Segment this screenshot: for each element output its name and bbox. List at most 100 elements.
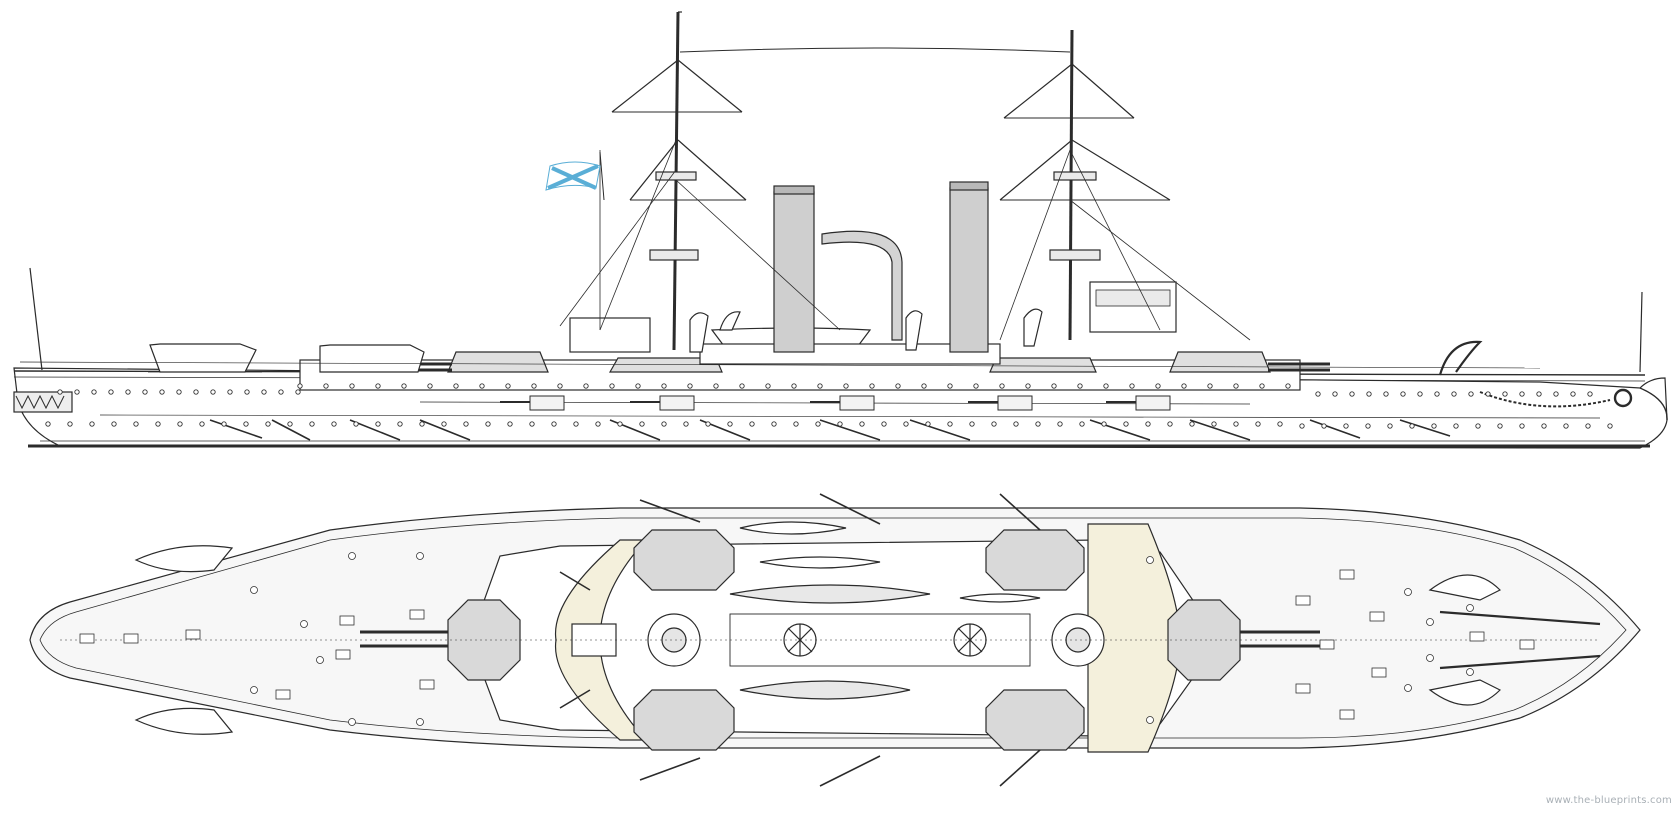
main-gun-barrels [360,630,1320,648]
side-profile-view [13,11,1668,449]
aft-bridge-deck [554,539,648,741]
porthole [244,389,250,395]
turret-icon [447,599,1241,681]
porthole [639,421,645,427]
porthole [727,421,733,427]
deck-hatch [1295,683,1311,694]
porthole [1189,421,1195,427]
porthole [1155,383,1161,389]
deck-fitting [1426,618,1434,626]
lifeboat-icon [148,327,872,373]
porthole [1343,423,1349,429]
porthole [1129,383,1135,389]
porthole [1502,391,1508,397]
porthole [531,383,537,389]
funnel-icon [647,613,1105,667]
deck-hatch [185,629,201,640]
deck-hatch [1319,639,1335,650]
porthole [815,421,821,427]
deck-hatch [339,615,355,626]
porthole [309,421,315,427]
porthole [713,383,719,389]
porthole [687,383,693,389]
porthole [583,383,589,389]
porthole [1431,423,1437,429]
hull-strake [99,414,1601,419]
porthole [1383,391,1389,397]
deck-fitting [250,686,258,694]
porthole [595,421,601,427]
porthole [91,389,97,395]
porthole [739,383,745,389]
porthole [199,421,205,427]
porthole [419,421,425,427]
porthole [661,421,667,427]
lifeboat-icon [134,521,1041,735]
porthole [453,383,459,389]
porthole [397,421,403,427]
porthole [74,389,80,395]
porthole [683,421,689,427]
porthole [947,421,953,427]
porthole [193,389,199,395]
deck-hatch [335,649,351,660]
deck-hatch [1339,709,1355,720]
deck-fitting [1146,556,1154,564]
porthole [881,421,887,427]
porthole [1536,391,1542,397]
porthole [1077,383,1083,389]
porthole [375,383,381,389]
deck-handrails [19,361,1541,369]
porthole [1079,421,1085,427]
porthole [177,421,183,427]
porthole [765,383,771,389]
deck-hatch [79,633,95,644]
porthole [1366,391,1372,397]
deck-fitting [300,620,308,628]
porthole [176,389,182,395]
porthole [159,389,165,395]
deck-fitting [1466,604,1474,612]
porthole [1285,383,1291,389]
deck-fitting [1404,588,1412,596]
deck-hatch [409,609,425,620]
porthole [837,421,843,427]
top-deck-plan-view [29,493,1641,787]
porthole [89,421,95,427]
porthole [1451,391,1457,397]
porthole [969,421,975,427]
porthole [925,421,931,427]
porthole [485,421,491,427]
porthole [133,421,139,427]
porthole [1103,383,1109,389]
boat-booms [559,493,1041,787]
stern-flagstaff [29,267,43,371]
porthole [331,421,337,427]
porthole [705,421,711,427]
porthole [1570,391,1576,397]
aft-bridge-house [571,623,617,657]
porthole [869,383,875,389]
porthole [297,383,303,389]
porthole [1434,391,1440,397]
porthole [609,383,615,389]
porthole [111,421,117,427]
deck-fitting [250,586,258,594]
porthole [441,421,447,427]
porthole [859,421,865,427]
porthole [1387,423,1393,429]
porthole [278,389,284,395]
porthole [1013,421,1019,427]
deck-hatch [1369,611,1385,622]
deck-hatch [1371,667,1387,678]
casemate-windows [529,395,1171,411]
porthole [463,421,469,427]
porthole [1101,421,1107,427]
porthole [67,421,73,427]
deck-hatch [1469,631,1485,642]
funnel-icon [773,181,989,353]
porthole [1585,423,1591,429]
porthole [1259,383,1265,389]
porthole [573,421,579,427]
porthole [108,389,114,395]
